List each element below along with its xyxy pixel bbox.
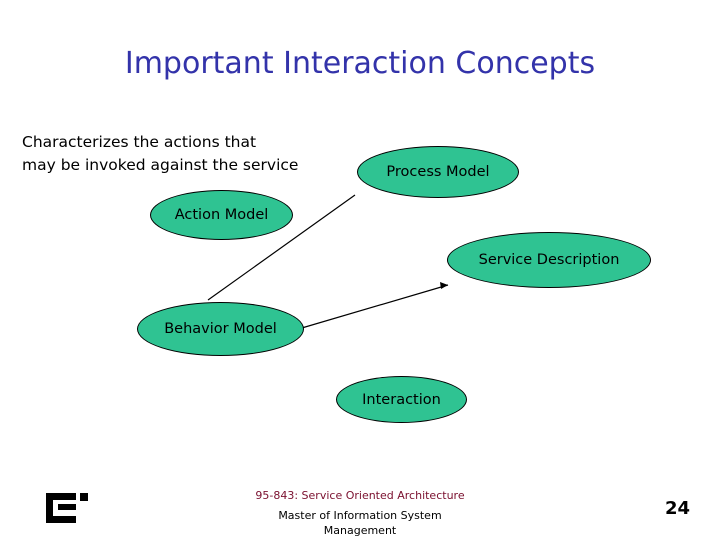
footer-course: 95-843: Service Oriented Architecture <box>255 489 465 502</box>
footer-program: Master of Information System Management <box>278 509 442 537</box>
shape-label: Action Model <box>174 207 269 223</box>
shape-action-model[interactable]: Action Model <box>150 190 293 240</box>
shape-service-description[interactable]: Service Description <box>447 232 651 288</box>
page-title: Important Interaction Concepts <box>124 46 596 81</box>
shape-label: Interaction <box>362 391 441 408</box>
shape-interaction[interactable]: Interaction <box>336 376 467 423</box>
shape-process-model[interactable]: Process Model <box>357 146 519 198</box>
shape-behavior-model[interactable]: Behavior Model <box>137 302 304 356</box>
body-text: Characterizes the actions that may be in… <box>22 133 299 174</box>
shape-label: Process Model <box>386 164 490 180</box>
shape-label: Service Description <box>478 252 620 268</box>
shape-label: Behavior Model <box>164 321 277 337</box>
institution-logo-icon <box>46 493 88 523</box>
page-number: 24 <box>664 498 690 519</box>
